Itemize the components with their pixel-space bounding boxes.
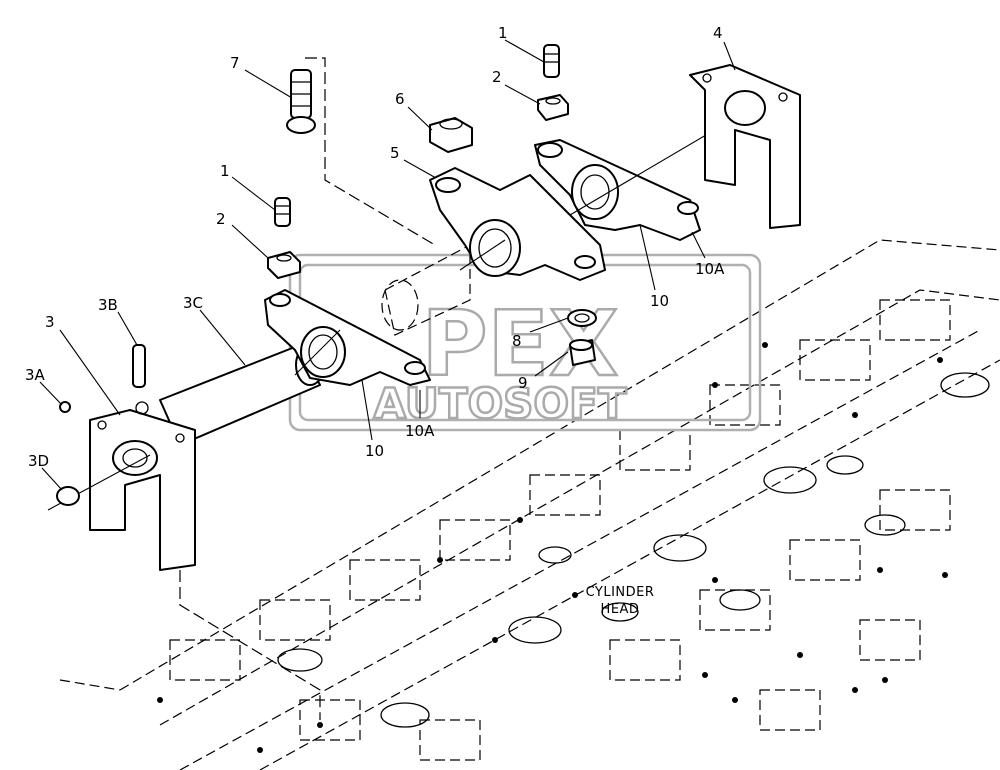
caption-cylinder: CYLINDER <box>586 585 655 600</box>
bolt-7 <box>286 69 316 134</box>
callout-5: 5 <box>390 144 400 162</box>
callout-10-right: 10 <box>650 292 669 310</box>
callout-7: 7 <box>230 54 240 72</box>
callout-1-right: 1 <box>498 24 508 42</box>
callout-2-right: 2 <box>492 68 502 86</box>
dowel-pin <box>132 344 146 388</box>
callout-9: 9 <box>518 374 528 392</box>
callout-10-left: 10 <box>365 442 384 460</box>
watermark-text: AUTOSOFT <box>374 379 627 428</box>
adjusting-screw-left <box>274 197 291 227</box>
callout-3a: 3A <box>25 366 46 384</box>
callout-3b: 3B <box>98 296 118 314</box>
screw-9 <box>569 339 596 366</box>
washer-8 <box>567 309 597 327</box>
cup-plug <box>56 486 80 506</box>
left-rocker-arm <box>264 289 431 386</box>
callout-4: 4 <box>713 24 723 42</box>
callout-1-left: 1 <box>220 162 230 180</box>
nut-right <box>537 94 569 121</box>
right-bracket <box>689 64 801 229</box>
cylinder-head: CYLINDER HEAD <box>59 239 1000 770</box>
caption-head: HEAD <box>601 602 640 617</box>
assembly-lines <box>179 57 471 720</box>
callout-10a-right: 10A <box>695 260 725 278</box>
callout-8: 8 <box>512 332 522 350</box>
nut-6 <box>429 117 473 153</box>
callout-labels: 1 2 4 6 5 7 1 2 3 3B 3C 3A 3D 10A 10 8 9… <box>25 24 725 470</box>
leader-lines <box>39 39 736 491</box>
left-bracket <box>47 401 196 571</box>
callout-3: 3 <box>45 313 55 331</box>
ball <box>59 401 71 413</box>
callout-3c: 3C <box>183 294 203 312</box>
nut-left <box>267 251 301 279</box>
adjusting-screw-right <box>543 44 560 78</box>
right-rocker-arm <box>534 114 741 241</box>
callout-2-left: 2 <box>216 210 226 228</box>
callout-3d: 3D <box>28 452 49 470</box>
callout-10a-left: 10A <box>405 422 435 440</box>
callout-6: 6 <box>395 90 405 108</box>
middle-rocker-arm <box>429 167 606 281</box>
